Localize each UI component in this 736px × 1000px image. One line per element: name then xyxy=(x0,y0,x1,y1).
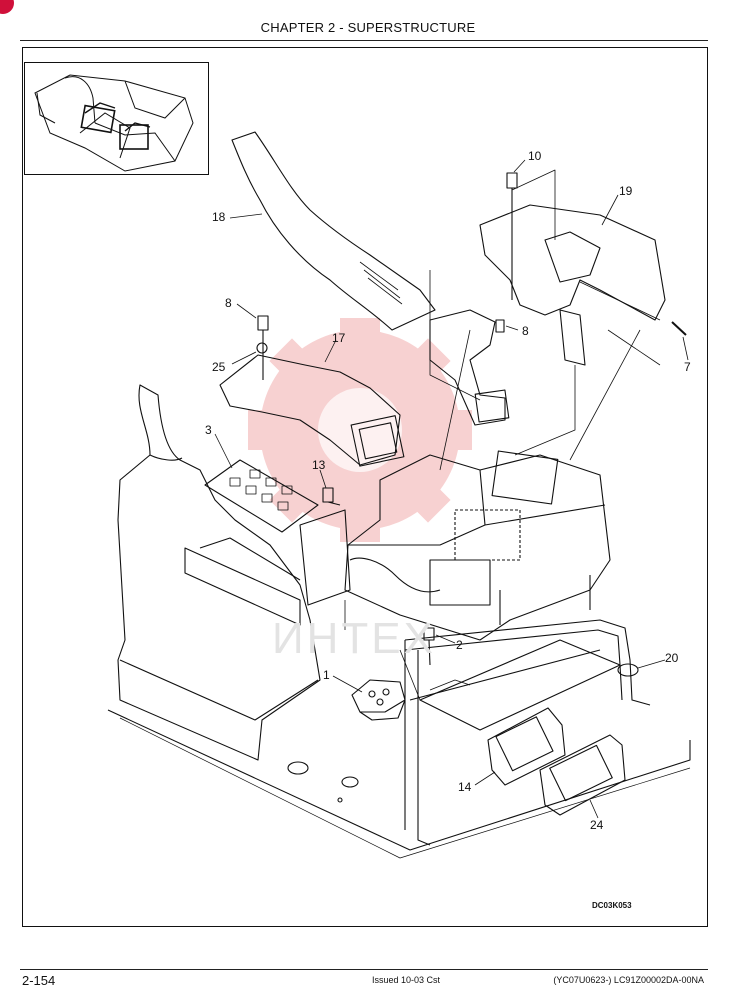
callout-7: 7 xyxy=(684,360,691,374)
duct-17 xyxy=(219,354,401,466)
part-1 xyxy=(351,679,406,713)
corner-marker xyxy=(0,0,14,14)
callout-1: 1 xyxy=(323,668,330,682)
filter-24 xyxy=(539,734,626,816)
callout-8-right: 8 xyxy=(522,324,529,338)
callout-18: 18 xyxy=(212,210,226,224)
callout-25: 25 xyxy=(212,360,226,374)
drawing-code: DC03K053 xyxy=(592,901,632,910)
header-divider xyxy=(20,40,708,41)
bolt-10 xyxy=(506,172,518,300)
operator-seat xyxy=(117,384,321,761)
bolt-8 xyxy=(257,315,269,380)
callout-10: 10 xyxy=(528,149,542,163)
duct-18 xyxy=(231,131,436,331)
watermark-text: ИНТЕХ xyxy=(272,614,436,663)
duct-19 xyxy=(479,204,666,321)
locator-drawing xyxy=(34,74,194,172)
panel-3 xyxy=(204,459,319,533)
callout-8-left: 8 xyxy=(225,296,232,310)
callout-19: 19 xyxy=(619,184,633,198)
floor-plate xyxy=(107,709,691,851)
page-number: 2-154 xyxy=(22,973,56,988)
washer-25 xyxy=(256,342,268,354)
callout-20: 20 xyxy=(665,651,679,665)
callout-14: 14 xyxy=(458,780,472,794)
callout-2: 2 xyxy=(456,638,463,652)
filter-14 xyxy=(487,707,566,786)
frame-pipe xyxy=(404,619,651,706)
figure-frame xyxy=(22,47,708,927)
locator-inset xyxy=(24,62,209,175)
callout-labels: 10 19 18 8 8 17 25 7 3 13 2 20 1 14 24 xyxy=(205,149,691,832)
callout-3: 3 xyxy=(205,423,212,437)
callout-24: 24 xyxy=(590,818,604,832)
page-header: CHAPTER 2 - SUPERSTRUCTURE xyxy=(260,20,476,35)
callout-17: 17 xyxy=(332,331,346,345)
issue-info: Issued 10-03 Cst xyxy=(372,975,441,985)
footer-divider xyxy=(20,969,708,970)
callout-13: 13 xyxy=(312,458,326,472)
heater-unit xyxy=(344,450,611,641)
document-code: (YC07U0623-) LC91Z00002DA-00NA xyxy=(553,975,704,985)
